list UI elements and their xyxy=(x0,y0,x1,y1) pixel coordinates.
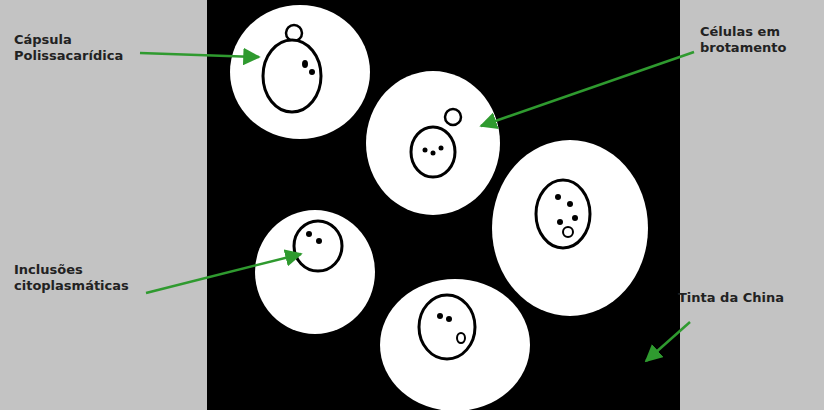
inclusion xyxy=(567,201,573,207)
yeast-cell xyxy=(411,127,455,177)
inclusion xyxy=(572,215,578,221)
inclusion xyxy=(457,333,465,343)
inclusion xyxy=(557,219,563,225)
ink-background xyxy=(207,0,680,410)
inclusion xyxy=(437,313,443,319)
yeast-cell xyxy=(419,295,475,359)
inclusion xyxy=(306,231,312,237)
yeast-cell xyxy=(536,180,590,248)
inclusion xyxy=(555,194,561,200)
capsule xyxy=(492,140,648,316)
leader-arrow xyxy=(646,322,690,361)
yeast-cell xyxy=(294,221,342,271)
callout-label: Tinta da China xyxy=(678,290,818,306)
yeast-cell xyxy=(263,40,321,112)
callout-label: Cápsula Polissacarídica xyxy=(14,32,144,64)
inclusion xyxy=(446,316,452,322)
inclusion xyxy=(423,148,428,153)
leader-arrow xyxy=(146,254,301,293)
inclusion xyxy=(439,146,444,151)
capsule xyxy=(380,279,530,410)
capsule xyxy=(366,71,500,215)
inclusion xyxy=(563,227,573,237)
inclusion xyxy=(309,69,315,75)
inclusion xyxy=(316,238,322,244)
capsule xyxy=(230,5,370,139)
capsule xyxy=(255,210,375,334)
leader-arrow xyxy=(140,53,259,57)
leader-arrow xyxy=(481,52,694,126)
bud xyxy=(445,109,461,125)
inclusion xyxy=(431,151,436,156)
inclusion xyxy=(302,60,308,68)
callout-label: Células em brotamento xyxy=(700,24,800,56)
callout-label: Inclusões citoplasmáticas xyxy=(14,262,142,294)
